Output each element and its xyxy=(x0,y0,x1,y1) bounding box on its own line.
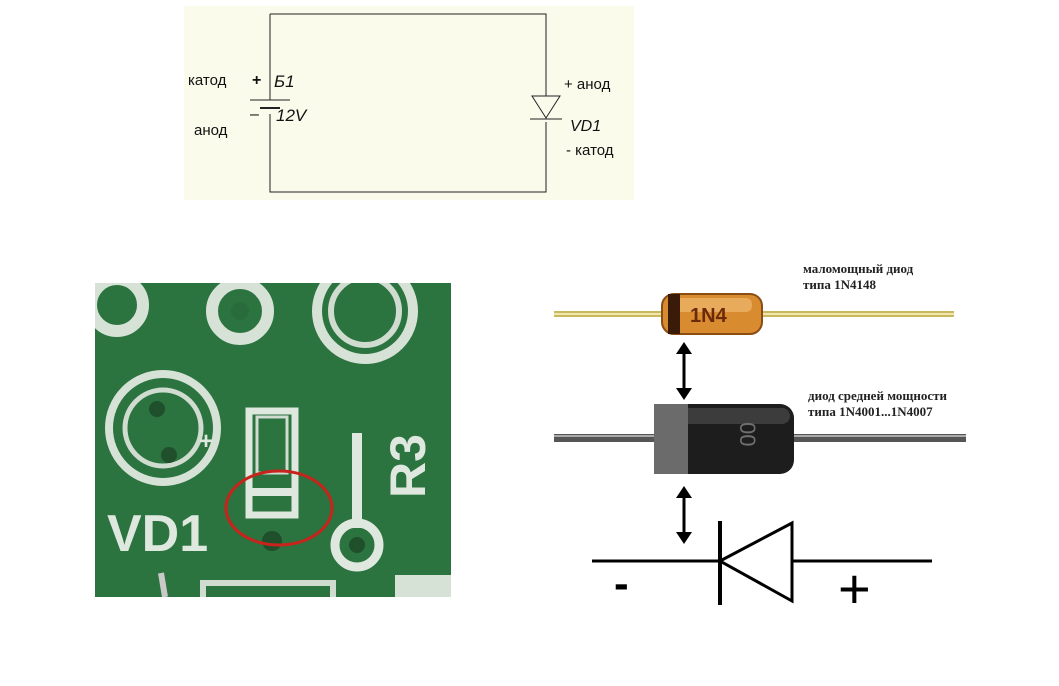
battery-name: Б1 xyxy=(274,72,295,91)
small-diode-label-line1: маломощный диод xyxy=(803,261,914,276)
small-diode-label-line2: типа 1N4148 xyxy=(803,277,877,292)
silk-r3: R3 xyxy=(380,434,436,498)
small-diode-band xyxy=(668,294,680,334)
battery-plus-sign: + xyxy=(252,72,262,89)
resistor-pad xyxy=(330,518,384,572)
small-diode-image: 1N4 xyxy=(554,293,954,335)
silk-vd1: VD1 xyxy=(107,505,208,563)
circuit-schematic: катод анод + – Б1 12V + анод VD1 - катод xyxy=(184,6,634,200)
silk-plus: + xyxy=(199,428,213,455)
double-arrow-icon xyxy=(676,486,692,544)
symbol-triangle xyxy=(716,520,794,604)
small-diode-marking: 1N4 xyxy=(690,305,728,327)
double-arrow-icon xyxy=(676,342,692,400)
medium-diode-label: диод средней мощности типа 1N4001...1N40… xyxy=(808,388,947,420)
cathode-band-mark xyxy=(249,488,295,496)
diode-triangle xyxy=(531,95,561,119)
pcb-photo: + VD1 R3 xyxy=(85,258,455,606)
capacitor-outline xyxy=(105,370,221,486)
medium-diode-marking: 00 xyxy=(735,422,760,446)
small-diode-label: маломощный диод типа 1N4148 xyxy=(803,261,913,293)
circuit-wire xyxy=(269,13,547,193)
schematic-left-top-label: катод xyxy=(188,72,227,89)
medium-diode-label-line2: типа 1N4001...1N4007 xyxy=(808,404,933,419)
pcb-pad xyxy=(206,277,274,345)
symbol-minus-sign: - xyxy=(614,559,629,608)
diode-symbol: - + xyxy=(590,515,940,620)
battery-voltage: 12V xyxy=(276,106,307,125)
cathode-highlight-circle xyxy=(224,469,334,547)
diode-cathode-label: - катод xyxy=(566,142,614,159)
medium-diode-image: 00 xyxy=(554,404,966,474)
medium-diode-band xyxy=(654,404,688,474)
medium-diode-label-line1: диод средней мощности xyxy=(808,388,947,403)
diode-footprint xyxy=(245,407,299,519)
schematic-left-bottom-label: анод xyxy=(194,122,228,139)
diode-symbol-drawing xyxy=(592,520,932,605)
battery-minus-sign: – xyxy=(250,106,259,123)
symbol-plus-sign: + xyxy=(838,557,871,620)
pcb-drawing: + VD1 R3 xyxy=(85,258,455,606)
schematic-drawing xyxy=(250,13,562,193)
diode-name: VD1 xyxy=(570,118,602,135)
diode-anode-label: + анод xyxy=(564,76,611,93)
